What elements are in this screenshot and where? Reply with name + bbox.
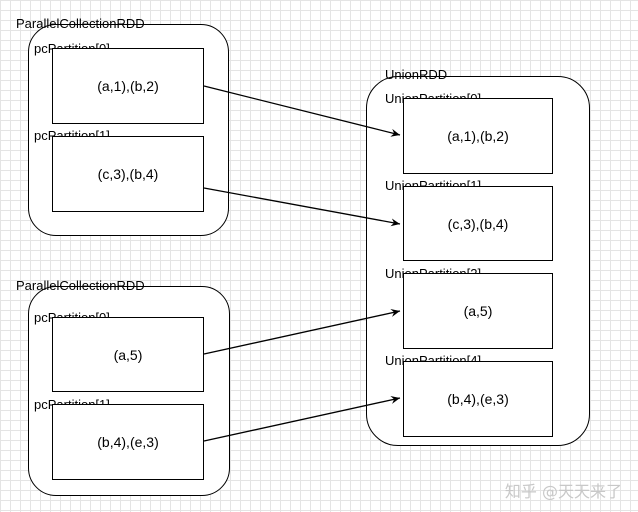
union-partition-4: (b,4),(e,3): [403, 361, 553, 437]
partition-content: (c,3),(b,4): [447, 215, 509, 232]
pc-partition-2-0: (a,5): [52, 317, 204, 392]
partition-content: (a,5): [463, 303, 493, 319]
rdd-title-2: ParallelCollectionRDD: [16, 278, 145, 293]
pc-partition-1-0: (a,1),(b,2): [52, 48, 204, 124]
partition-content: (a,5): [113, 346, 143, 363]
partition-content: (c,3),(b,4): [97, 166, 159, 182]
union-partition-1: (c,3),(b,4): [403, 186, 553, 261]
partition-content: (a,1),(b,2): [97, 78, 159, 94]
partition-content: (a,1),(b,2): [447, 128, 509, 144]
union-partition-0: (a,1),(b,2): [403, 98, 553, 174]
pc-partition-1-1: (c,3),(b,4): [52, 136, 204, 212]
union-partition-2: (a,5): [403, 273, 553, 349]
partition-content: (b,4),(e,3): [97, 434, 159, 450]
watermark: 知乎 @天天来了: [504, 482, 622, 501]
partition-content: (b,4),(e,3): [447, 391, 509, 407]
pc-partition-2-1: (b,4),(e,3): [52, 404, 204, 480]
rdd-title-1: ParallelCollectionRDD: [16, 16, 145, 31]
union-rdd-title: UnionRDD: [385, 67, 448, 82]
